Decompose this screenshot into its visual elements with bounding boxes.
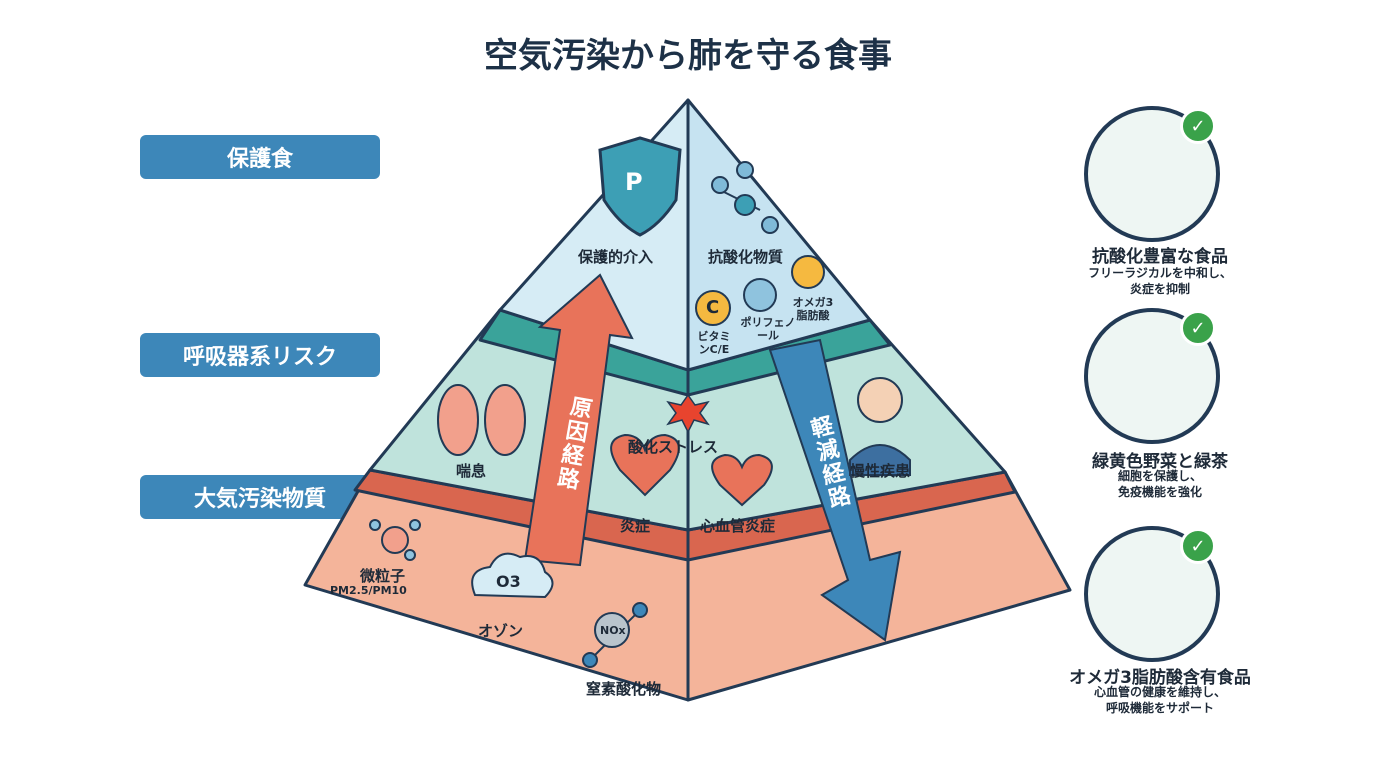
nox-molecule-icon (582, 602, 648, 668)
cause-arrow (523, 273, 634, 567)
label-cardio-inflammation: 心血管炎症 (700, 517, 776, 535)
label-inflammation: 炎症 (620, 517, 651, 535)
label-chronic-disease: 慢性疾患 (850, 462, 911, 480)
label-oxidative-stress: 酸化ストレス (628, 438, 719, 456)
label-particulates: 微粒子 (360, 567, 406, 585)
top-right-face (686, 98, 872, 372)
label-omega3: オメガ3脂肪酸 (792, 296, 834, 322)
label-polyphenol: ポリフェノール (740, 316, 796, 342)
nox-glyph: NOx (600, 624, 626, 637)
check-icon: ✓ (1180, 310, 1216, 346)
elderly-person-icon (849, 377, 911, 476)
antioxidant-food-image (1084, 106, 1220, 242)
label-vitamin: ビタミンC/E (697, 330, 731, 356)
heart-icon (610, 433, 680, 497)
shield-glyph: P (625, 168, 643, 196)
food-desc: 心血管の健康を維持し、呼吸機能をサポート (1093, 685, 1226, 715)
ozone-cloud-icon (471, 552, 554, 599)
food-desc: フリーラジカルを中和し、炎症を抑制 (1088, 266, 1232, 296)
page-title: 空気汚染から肺を守る食事 (484, 36, 892, 76)
label-ozone: オゾン (478, 622, 524, 640)
label-asthma: 喘息 (456, 462, 487, 480)
lungs-icon (437, 384, 526, 456)
particles-icon (369, 519, 421, 561)
ozone-glyph: O3 (496, 572, 521, 591)
label-nox: 窒素酸化物 (586, 680, 662, 698)
label-protective-intervention: 保護的介入 (578, 248, 654, 266)
food-title: 抗酸化豊富な食品 (1092, 247, 1228, 267)
heart-pulse-icon (711, 453, 773, 507)
check-icon: ✓ (1180, 528, 1216, 564)
food-desc: 細胞を保護し、免疫機能を強化 (1117, 469, 1202, 499)
vitamin-icon (695, 290, 731, 326)
vitamin-glyph: C (706, 297, 720, 318)
omega-drop-icon (791, 255, 825, 289)
burst-icon (666, 393, 710, 434)
label-antioxidants: 抗酸化物質 (708, 248, 784, 266)
tier-label-air-pollutants: 大気汚染物質 (140, 475, 380, 519)
shield-icon (598, 136, 682, 237)
molecule-icon (711, 161, 779, 234)
check-icon: ✓ (1180, 108, 1216, 144)
food-title: オメガ3脂肪酸含有食品 (1069, 668, 1251, 688)
mitigate-arrow (768, 338, 902, 642)
tier-label-respiratory-risk: 呼吸器系リスク (140, 333, 380, 377)
food-title: 緑黄色野菜と緑茶 (1092, 452, 1228, 472)
tier-label-protective-food: 保護食 (140, 135, 380, 179)
label-pm-sub: PM2.5/PM10 (330, 584, 407, 597)
polyphenol-icon (743, 278, 777, 312)
